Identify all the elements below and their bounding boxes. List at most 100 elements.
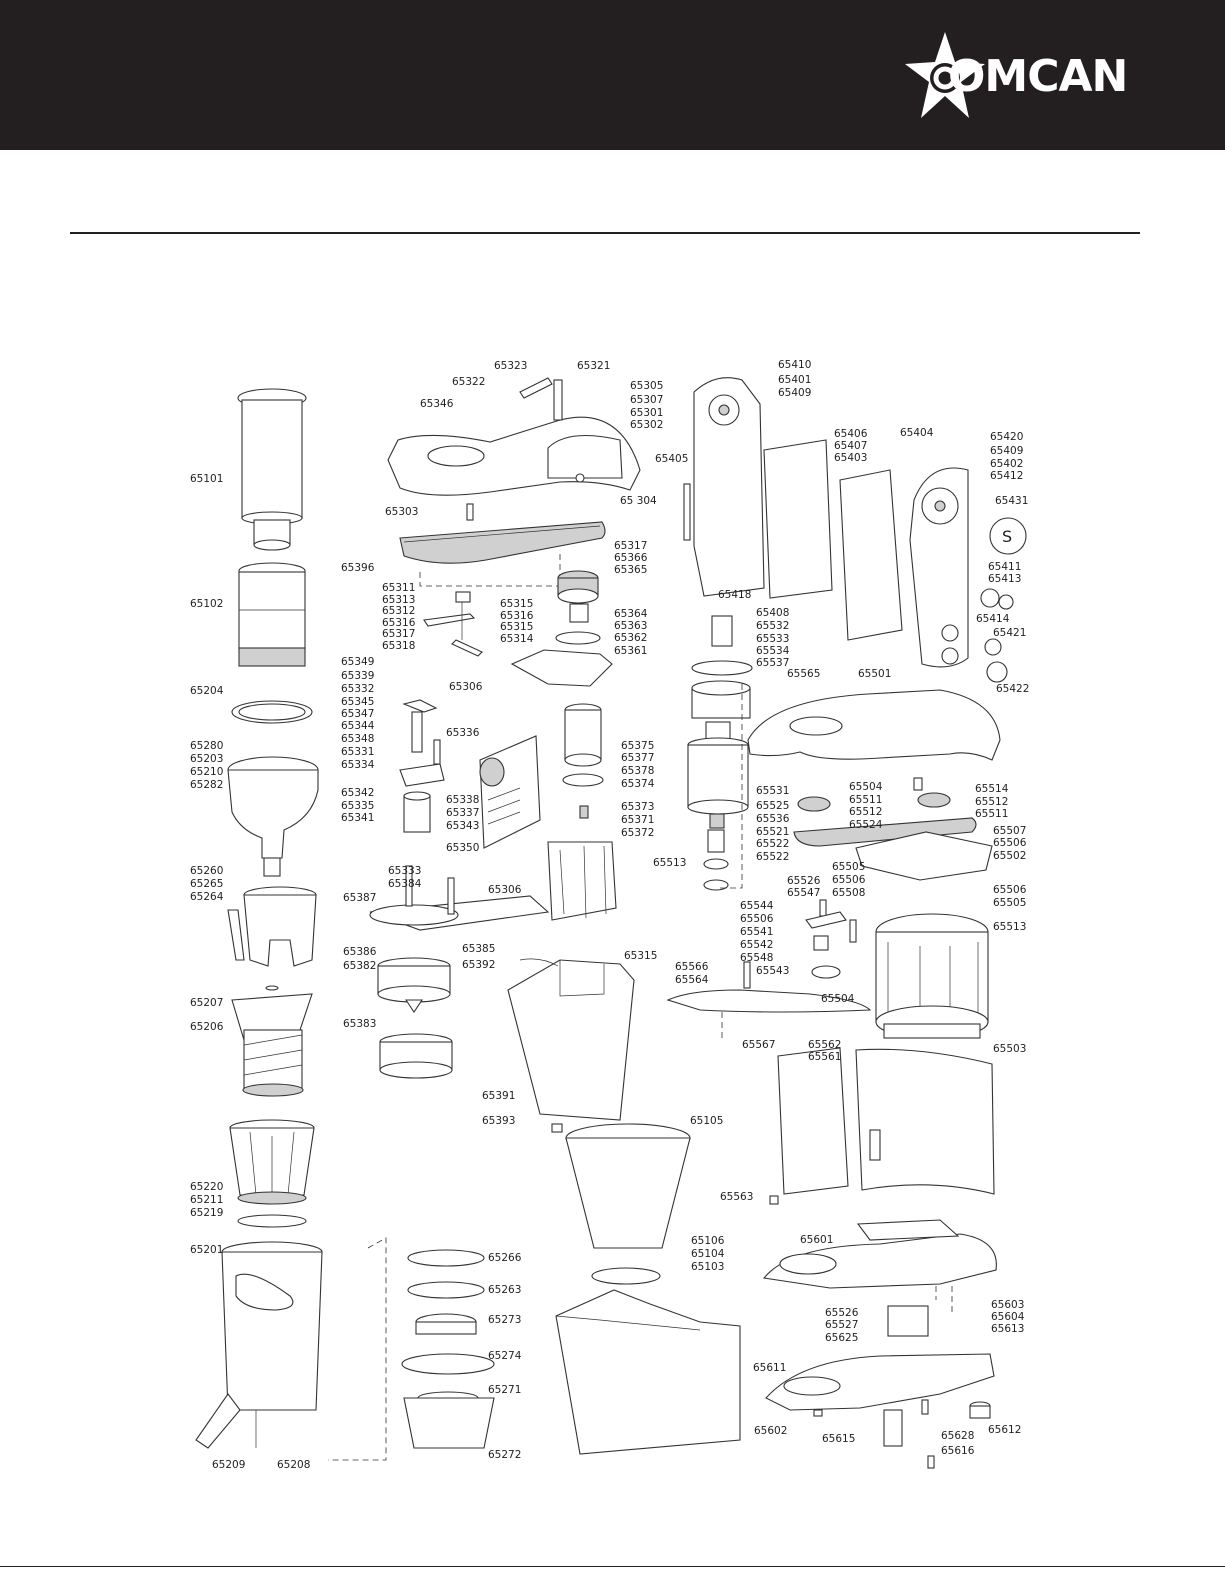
part-number-label: 65513 [993,921,1026,933]
power-module [887,1305,929,1337]
part-number-label: 65563 [720,1191,753,1203]
arm-cover [387,416,641,496]
part-number-label: 65521 [756,826,789,838]
part-number-label: 65331 [341,746,374,758]
part-number-label: 65616 [941,1445,975,1457]
part-number-label: 65341 [341,812,374,824]
part-number-label: 65322 [452,376,485,388]
part-number-label: 65525 [756,800,789,812]
part-number-label: 65378 [621,765,654,777]
part-number-label: 65338 [446,794,479,806]
main-motor [547,805,617,921]
base-plate-bottom [765,1353,995,1411]
part-number-label: 65564 [675,974,709,986]
part-number-label: 65411 [988,561,1021,573]
part-number-label: 65505 [832,861,865,873]
part-number-label: 65526 [825,1307,859,1319]
part-number-label: 65266 [488,1252,522,1264]
part-number-label: 65512 [975,796,1008,808]
part-number-label: 65406 [834,428,868,440]
part-number-label: 65339 [341,670,374,682]
part-number-label: 65274 [488,1350,522,1362]
part-number-label: 65364 [614,608,648,620]
part-number-label: 65405 [655,453,688,465]
bearing-bracket [805,899,857,979]
part-number-label: 65314 [500,633,534,645]
part-number-label: 65211 [190,1194,223,1206]
pulp-container [555,1289,741,1455]
part-number-label: 65203 [190,753,223,765]
part-number-label: 65402 [990,458,1023,470]
part-number-label: 65604 [991,1311,1025,1323]
part-number-label: 65524 [849,819,883,831]
part-number-label: 65511 [849,794,882,806]
part-number-label: 65306 [449,681,483,693]
o-ring [237,1214,307,1228]
juice-bowl [195,1241,323,1449]
part-number-label: 65307 [630,394,663,406]
part-number-label: 65526 [787,875,821,887]
part-number-label: 65506 [993,837,1027,849]
part-number-label: 65506 [832,874,866,886]
part-number-label: 65273 [488,1314,521,1326]
part-number-label: 65513 [653,857,686,869]
part-number-label: 65409 [990,445,1023,457]
part-number-label: 65208 [277,1459,310,1471]
part-number-label: 65263 [488,1284,521,1296]
part-number-label: 65303 [385,506,418,518]
part-number-label: 65342 [341,787,374,799]
part-number-label: 65414 [976,613,1010,625]
part-number-label: 65547 [787,887,820,899]
part-number-label: 65421 [993,627,1026,639]
part-number-label: 65345 [341,696,374,708]
part-number-label: 65349 [341,656,374,668]
part-number-label: 65531 [756,785,789,797]
top-housing [747,689,1001,761]
part-number-label: 65548 [740,952,773,964]
part-number-label: 65361 [614,645,647,657]
part-number-label: 65504 [821,993,855,1005]
part-number-label: 65611 [753,1362,786,1374]
base-housing [762,1219,997,1289]
part-number-label: 65315 [500,598,533,610]
part-number-label: 65373 [621,801,654,813]
part-number-label: 65431 [995,495,1028,507]
pulp-chute [565,1123,691,1285]
part-number-label: 65420 [990,431,1023,443]
part-number-label: 65350 [446,842,479,854]
part-number-label: 65628 [941,1430,974,1442]
part-number-label: 65317 [614,540,647,552]
juicing-head-top [227,756,319,877]
part-number-label: 65366 [614,552,648,564]
header-rule [70,232,1140,234]
part-number-label: 65383 [343,1018,376,1030]
lock-assembly [399,699,445,833]
part-number-label: 65363 [614,620,647,632]
part-number-label: 65401 [778,374,811,386]
part-number-label: 65544 [740,900,774,912]
feet-and-cord [813,1399,991,1469]
part-number-label: 65418 [718,589,751,601]
part-number-label: 65412 [990,470,1023,482]
side-panel [763,439,833,599]
part-number-label: 65313 [382,594,415,606]
part-number-label: 65566 [675,961,709,973]
omcan-star-logo-icon [905,32,985,118]
part-number-label: 65206 [190,1021,224,1033]
part-number-label: 65601 [800,1234,833,1246]
part-number-label: 65407 [834,440,867,452]
part-number-label: 65280 [190,740,223,752]
part-number-label: 65204 [190,685,224,697]
part-number-label: 65387 [343,892,376,904]
badge-logo: S [989,517,1027,555]
part-number-label: 65323 [494,360,527,372]
part-number-label: 65386 [343,946,377,958]
motor-plate [510,649,613,687]
strainer-basket [229,1119,315,1205]
drip-ring [379,1033,453,1079]
part-number-label: 65347 [341,708,374,720]
part-number-label: 65315 [500,621,533,633]
part-number-label: 65561 [808,1051,841,1063]
brand-logo: OMCAN [948,51,1128,102]
part-number-label: 65403 [834,452,867,464]
